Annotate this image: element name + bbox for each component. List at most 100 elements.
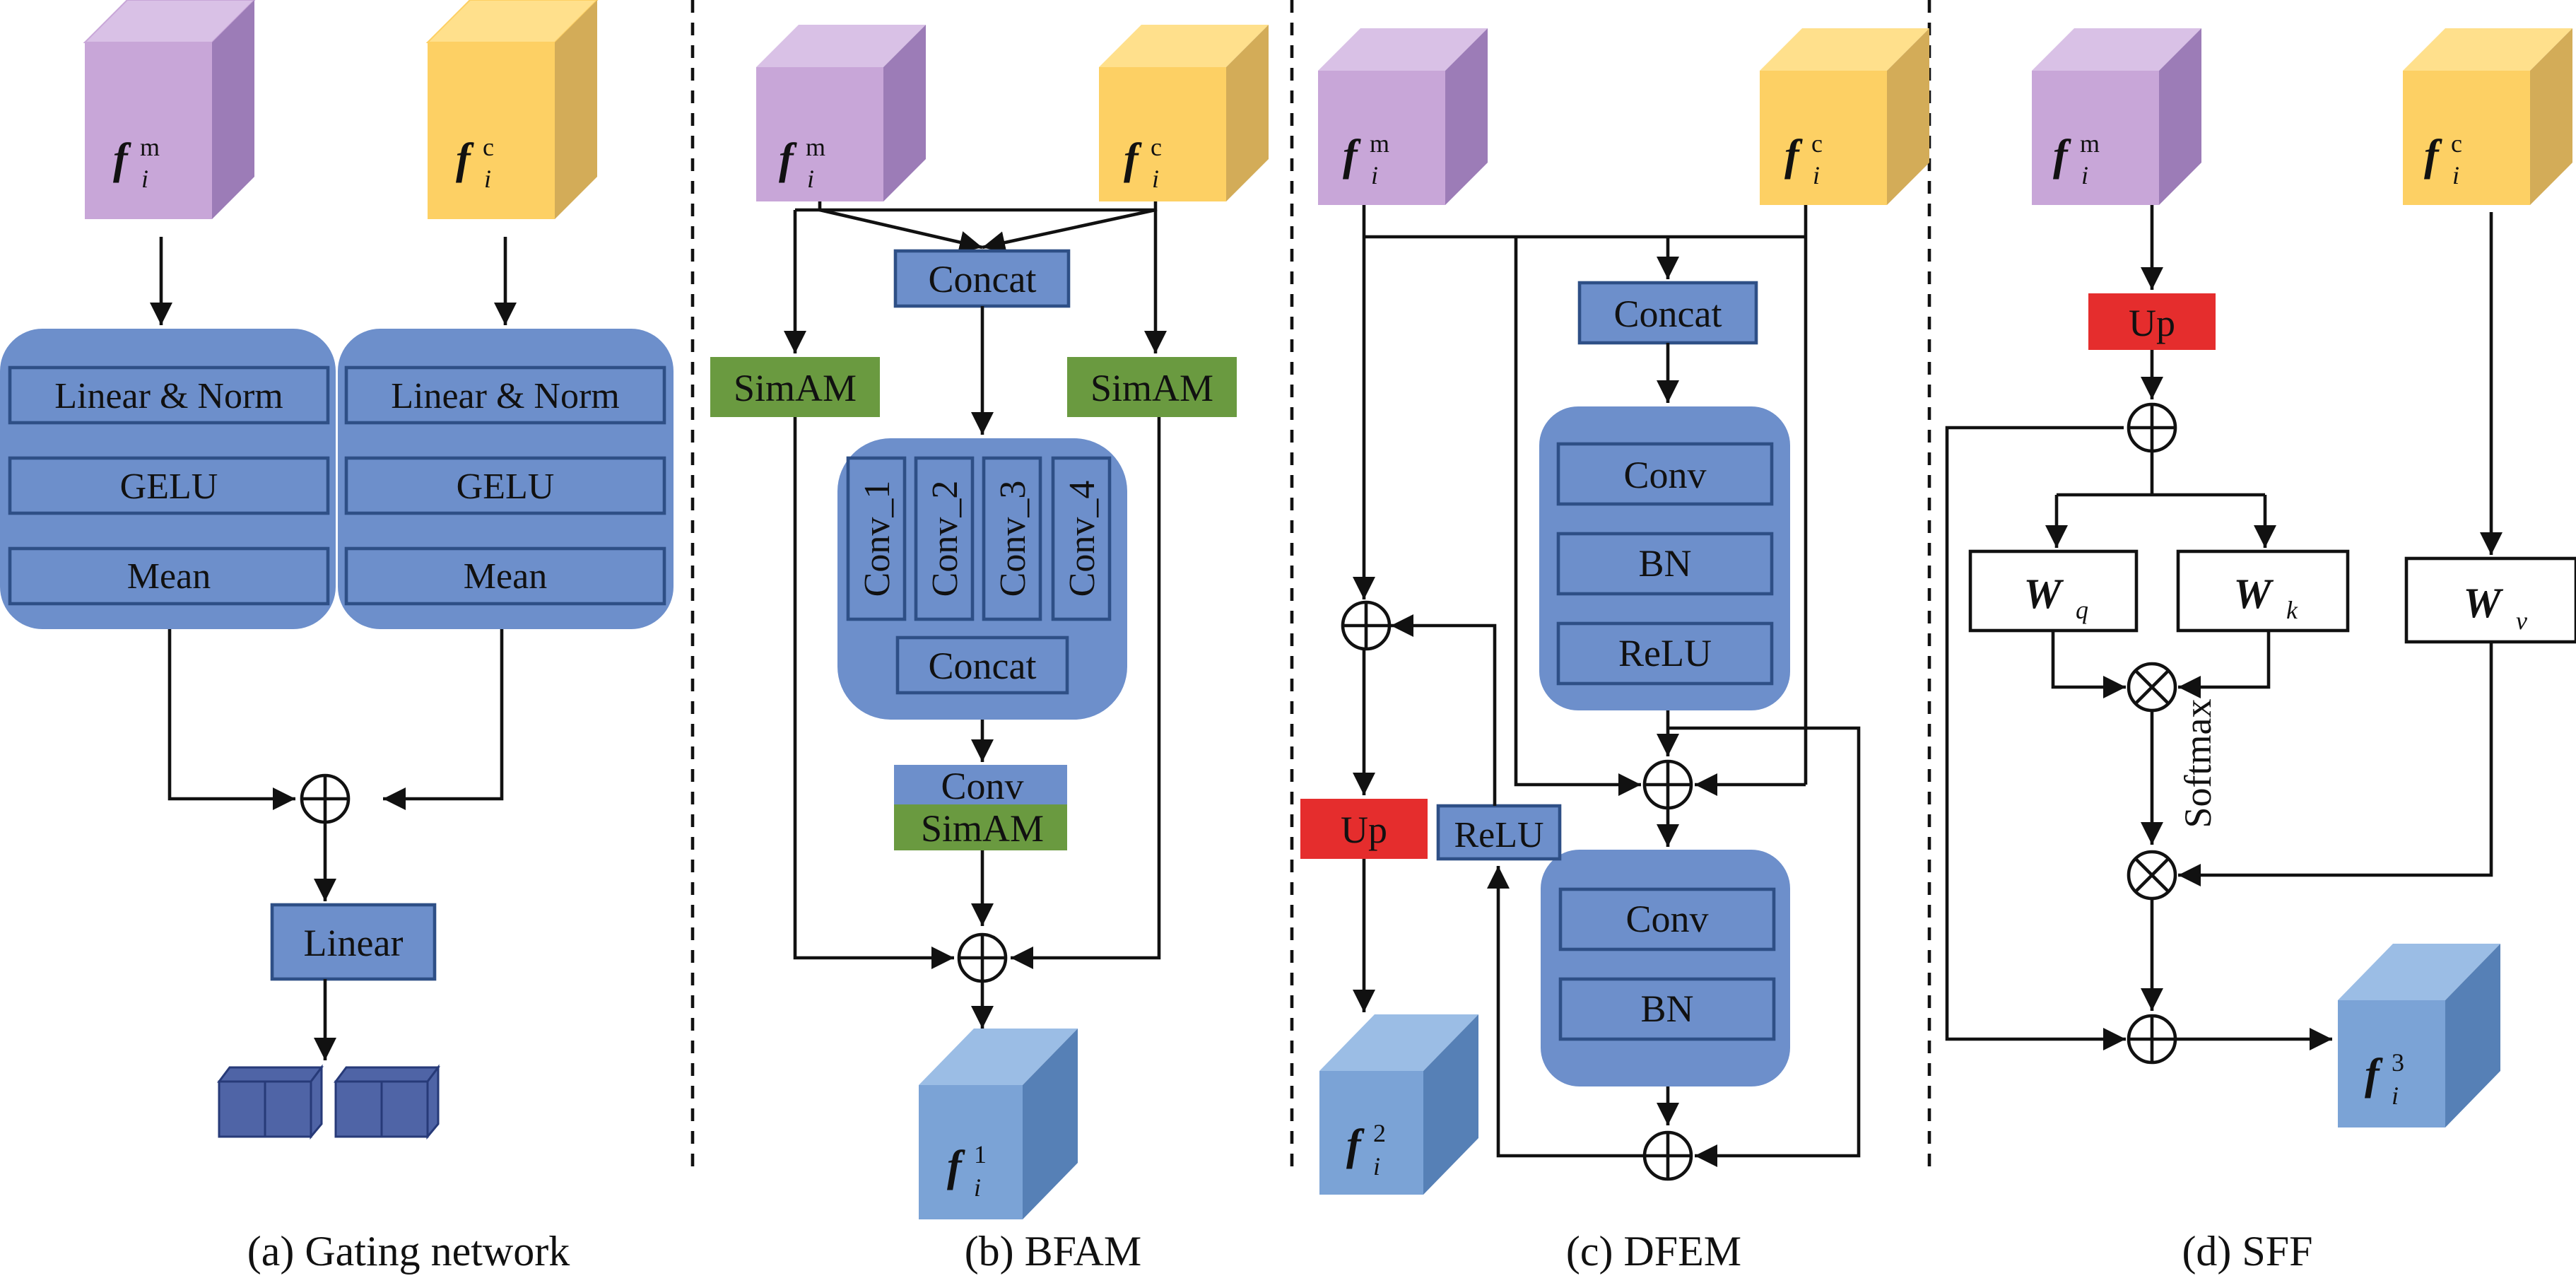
svg-text:BN: BN [1640, 988, 1693, 1030]
caption-c: (c) DFEM [1566, 1228, 1741, 1275]
simam-left [710, 357, 880, 417]
add-op-b [957, 932, 1008, 983]
svg-text:Concat: Concat [929, 258, 1037, 300]
panel-bfam: f i m f i c Concat SimAM SimAM [710, 25, 1269, 1275]
simam-bottom [894, 804, 1067, 850]
concat-inner-b [895, 635, 1069, 695]
svg-text:c: c [1811, 129, 1823, 158]
svg-text:Mean: Mean [464, 556, 547, 597]
svg-text:i: i [141, 165, 148, 193]
svg-text:i: i [1373, 1152, 1380, 1181]
cube-f-m-d: f i m [2032, 28, 2201, 205]
wq-box [1968, 549, 2139, 633]
add-op-a [300, 773, 351, 824]
up-c [1300, 799, 1428, 859]
svg-text:GELU: GELU [120, 467, 218, 507]
panel-sff: f i m f i c Up W q W k [1945, 28, 2576, 1275]
svg-text:i: i [484, 165, 491, 193]
svg-text:c: c [483, 133, 494, 161]
svg-text:m: m [1370, 129, 1389, 158]
mean-right [344, 546, 666, 606]
svg-text:Concat: Concat [929, 645, 1037, 687]
svg-text:m: m [806, 133, 825, 161]
caption-a: (a) Gating network [247, 1228, 570, 1275]
simam-right [1067, 357, 1237, 417]
cube-f-c-b: f i c [1099, 25, 1269, 201]
svg-text:Conv_1: Conv_1 [857, 481, 898, 597]
add-op-d-top [2127, 402, 2177, 453]
mul-op-d-bottom [2127, 850, 2177, 901]
mean-left [8, 546, 330, 606]
svg-text:q: q [2076, 596, 2088, 624]
softmax-label: Softmax [2177, 699, 2219, 828]
svg-text:SimAM: SimAM [1090, 367, 1213, 409]
svg-text:m: m [140, 133, 160, 161]
svg-text:SimAM: SimAM [921, 807, 1044, 850]
linear-box [270, 903, 437, 981]
panel-gating-network: f i m f i c Linear & Norm GELU Mean Line… [0, 0, 674, 1275]
svg-text:Conv_3: Conv_3 [993, 481, 1033, 597]
cube-f-m: f i m [83, 0, 256, 219]
wk-box [2176, 549, 2350, 633]
relu-c [1436, 804, 1562, 861]
svg-text:3: 3 [2392, 1048, 2404, 1077]
svg-text:i: i [807, 165, 814, 193]
conv-branches: Conv_1 Conv_2 Conv_3 Conv_4 [846, 456, 1112, 621]
svg-text:Conv: Conv [1625, 898, 1708, 940]
svg-text:Up: Up [2129, 302, 2175, 344]
svg-text:Conv: Conv [941, 765, 1023, 807]
svg-text:Conv_4: Conv_4 [1062, 481, 1102, 597]
linear-norm-left [8, 365, 330, 425]
cube-f-2: f i 2 [1319, 1014, 1478, 1195]
concat-c [1577, 281, 1758, 345]
add-op-c-mid [1642, 759, 1693, 810]
cube-f-c-c: f i c [1760, 28, 1929, 205]
svg-text:Conv_2: Conv_2 [925, 481, 965, 597]
gelu-left [8, 456, 330, 515]
svg-text:m: m [2080, 129, 2100, 158]
cube-f-m-b: f i m [756, 25, 926, 201]
svg-text:i: i [974, 1173, 981, 1202]
svg-text:SimAM: SimAM [734, 367, 857, 409]
gate-tokens [217, 1064, 440, 1140]
svg-text:i: i [2452, 161, 2459, 189]
lower-conv-block [1541, 850, 1790, 1086]
mul-op-d-top [2127, 662, 2177, 713]
svg-text:GELU: GELU [457, 467, 555, 507]
svg-text:Linear: Linear [304, 922, 404, 964]
svg-text:c: c [1151, 133, 1162, 161]
svg-text:i: i [1813, 161, 1820, 189]
svg-text:Linear & Norm: Linear & Norm [391, 376, 619, 416]
conv-b [894, 765, 1067, 804]
svg-text:1: 1 [974, 1140, 987, 1168]
svg-text:W: W [2463, 580, 2503, 626]
svg-text:Up: Up [1341, 809, 1387, 851]
panel-dfem: f i m f i c Concat Conv BN ReLU [1300, 28, 1929, 1275]
svg-text:Conv: Conv [1623, 454, 1706, 496]
cube-f-c: f i c [425, 0, 599, 219]
svg-text:Concat: Concat [1614, 293, 1722, 335]
svg-text:ReLU: ReLU [1618, 632, 1712, 674]
gelu-right [344, 456, 666, 515]
add-op-d-bottom [2127, 1014, 2177, 1065]
wv-box [2404, 556, 2576, 644]
cube-f-3: f i 3 [2338, 944, 2500, 1127]
svg-text:c: c [2451, 129, 2462, 158]
add-op-c-left [1341, 600, 1392, 651]
svg-text:BN: BN [1638, 542, 1691, 585]
add-op-c-bottom [1642, 1130, 1693, 1181]
svg-text:ReLU: ReLU [1454, 815, 1543, 855]
svg-text:v: v [2516, 607, 2527, 635]
svg-text:i: i [1152, 165, 1159, 193]
svg-text:W: W [2233, 570, 2274, 617]
svg-text:W: W [2023, 570, 2064, 617]
linear-norm-right [344, 365, 666, 425]
svg-text:Linear & Norm: Linear & Norm [54, 376, 283, 416]
svg-text:Mean: Mean [127, 556, 211, 597]
up-d [2088, 293, 2216, 350]
cube-f-1: f i 1 [919, 1029, 1078, 1219]
svg-text:i: i [2392, 1082, 2399, 1110]
caption-d: (d) SFF [2182, 1228, 2312, 1275]
svg-text:2: 2 [1373, 1119, 1386, 1147]
